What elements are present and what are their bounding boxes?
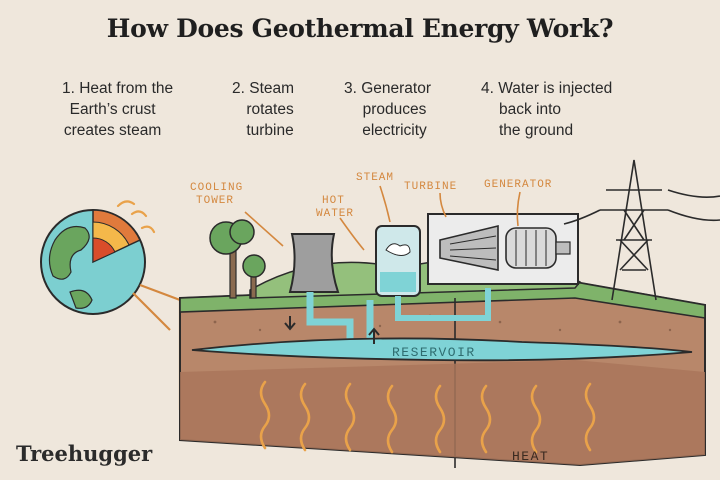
label-cooling-tower-1: COOLING (190, 182, 243, 194)
step-1-line-1: 1. Heat from the (62, 80, 174, 97)
step-3-line-3: electricity (362, 122, 427, 139)
transmission-tower-icon (563, 159, 720, 301)
label-hot-water-1: HOT (322, 195, 345, 207)
step-3-line-1: 3. Generator (344, 80, 432, 97)
step-4-line-2: back into (499, 101, 562, 118)
label-heat: HEAT (512, 449, 549, 464)
up-arrow-icon (368, 327, 380, 344)
label-leaders (244, 185, 521, 251)
down-arrow-icon (284, 316, 296, 331)
power-plant-building-icon (427, 213, 579, 285)
ground-cross-section (179, 280, 706, 468)
label-reservoir: RESERVOIR (392, 345, 476, 360)
label-steam: STEAM (356, 172, 394, 184)
step-2-line-2: rotates (246, 101, 294, 118)
earth-globe-icon (40, 200, 182, 410)
step-2-line-1: 2. Steam (232, 80, 295, 97)
label-turbine: TURBINE (404, 181, 457, 193)
step-4-water-injected: 4. Water is injected back into the groun… (481, 78, 612, 141)
tree-icon (209, 219, 266, 299)
cooling-tower-icon (288, 233, 340, 293)
step-1-line-2: Earth’s crust (69, 101, 156, 118)
label-cooling-tower-2: TOWER (196, 195, 234, 207)
heat-waves-icon (259, 380, 596, 454)
step-1-line-3: creates steam (63, 122, 162, 139)
label-hot-water-2: WATER (316, 208, 354, 220)
brand-logo: Treehugger (16, 441, 153, 466)
page-title: How Does Geothermal Energy Work? (106, 14, 614, 43)
step-3-generator-produces-electricity: 3. Generator produces electricity (344, 78, 431, 141)
label-generator: GENERATOR (484, 179, 552, 191)
step-4-line-1: 4. Water is injected (481, 80, 613, 97)
step-2-steam-rotates-turbine: 2. Steam rotates turbine (232, 78, 294, 141)
step-4-line-3: the ground (499, 122, 574, 139)
steam-tank-icon (375, 225, 421, 297)
step-1-heat-creates-steam: 1. Heat from the Earth’s crust creates s… (52, 78, 173, 141)
step-3-line-2: produces (362, 101, 427, 118)
reservoir-water (191, 337, 693, 362)
step-2-line-3: turbine (246, 122, 294, 139)
